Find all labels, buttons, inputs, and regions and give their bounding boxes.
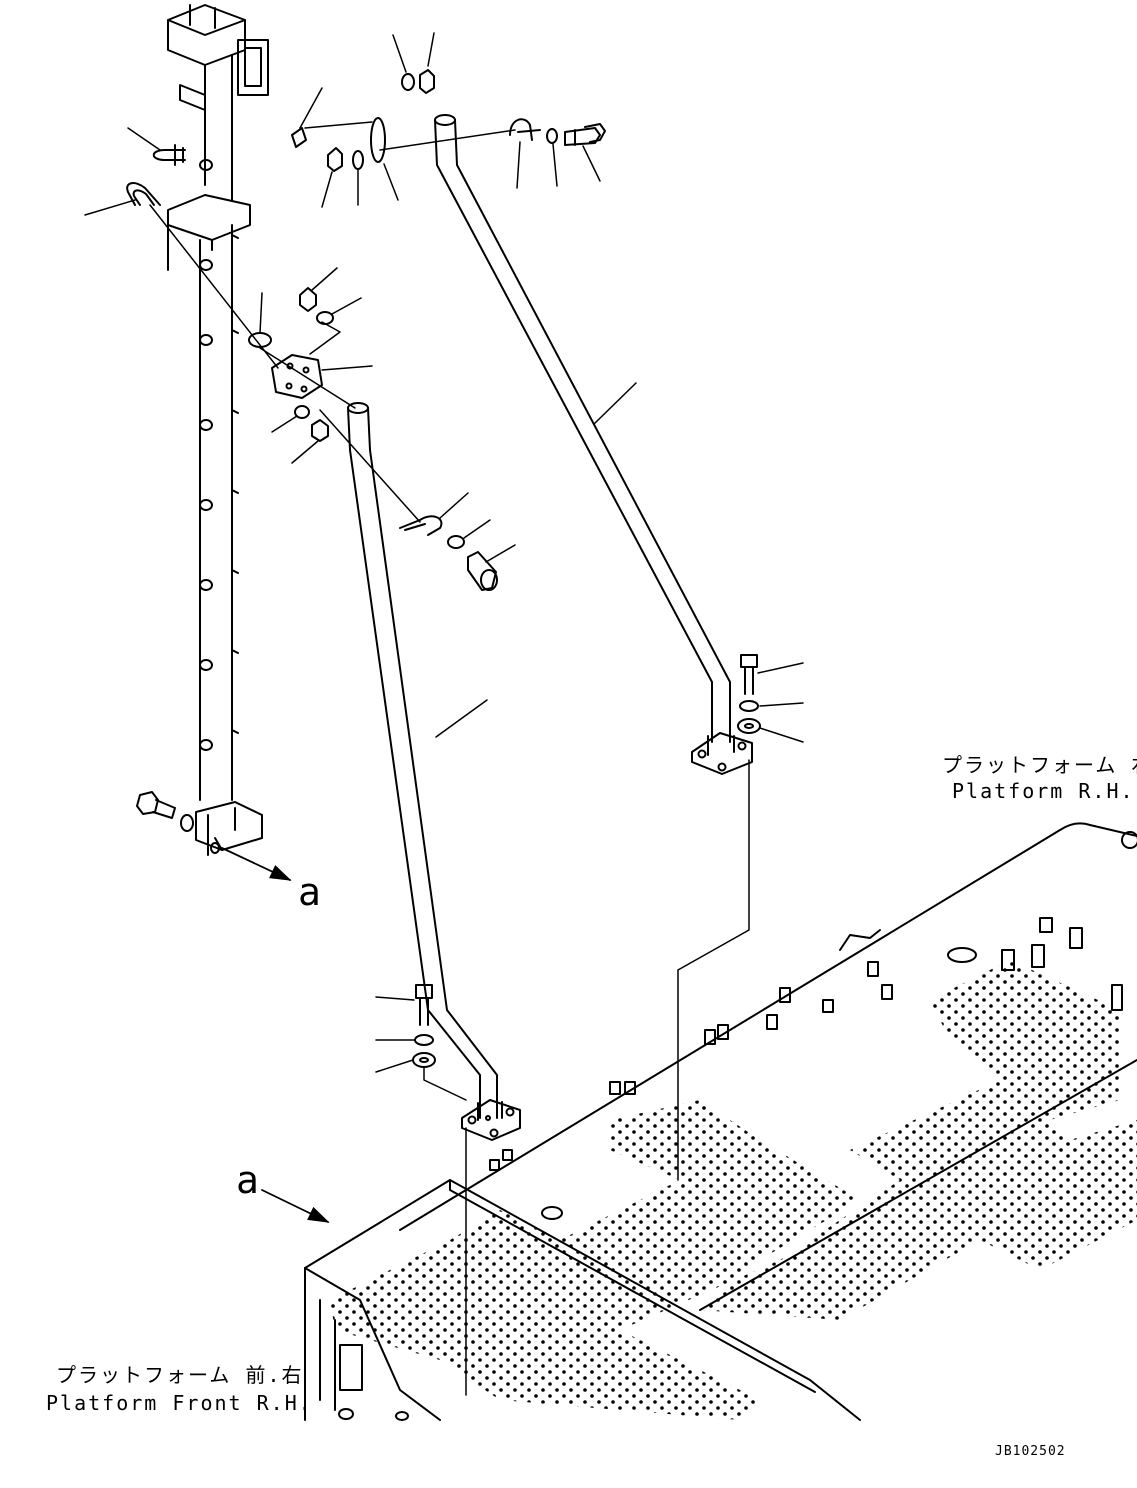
left-base-bolt-set <box>412 984 436 1068</box>
right-handrail-tube <box>434 114 753 775</box>
platform-rh-label-en: Platform R.H. <box>952 779 1135 803</box>
view-arrow-lower <box>261 1189 330 1223</box>
view-ref-upper-label: a <box>298 870 321 914</box>
u-bolt-lower <box>126 182 161 206</box>
upper-hardware <box>291 69 606 172</box>
platform-front-rh-label-jp: プラットフォーム 前.右 <box>56 1363 303 1387</box>
mounting-plate-group <box>248 287 334 442</box>
vertical-mounting-post <box>167 4 269 856</box>
platform-rh-label-jp: プラットフォーム 右 <box>942 753 1137 777</box>
right-base-bolt-set <box>737 654 761 734</box>
view-arrow-upper <box>221 847 292 881</box>
platform-front-rh-label-en: Platform Front R.H. <box>46 1391 313 1415</box>
perforated-areas <box>330 960 1137 1420</box>
platform-rh-bosses <box>489 917 1123 1171</box>
view-ref-lower-label: a <box>236 1158 259 1202</box>
u-bolt-upper <box>152 144 186 166</box>
leader-lines <box>84 32 804 1396</box>
left-handrail-tube <box>347 402 521 1141</box>
post-bottom-bolt <box>136 791 194 832</box>
drawing-code: JB102502 <box>995 1444 1066 1459</box>
left-tube-clamp <box>399 515 498 591</box>
post-bolt-heads <box>199 159 239 751</box>
